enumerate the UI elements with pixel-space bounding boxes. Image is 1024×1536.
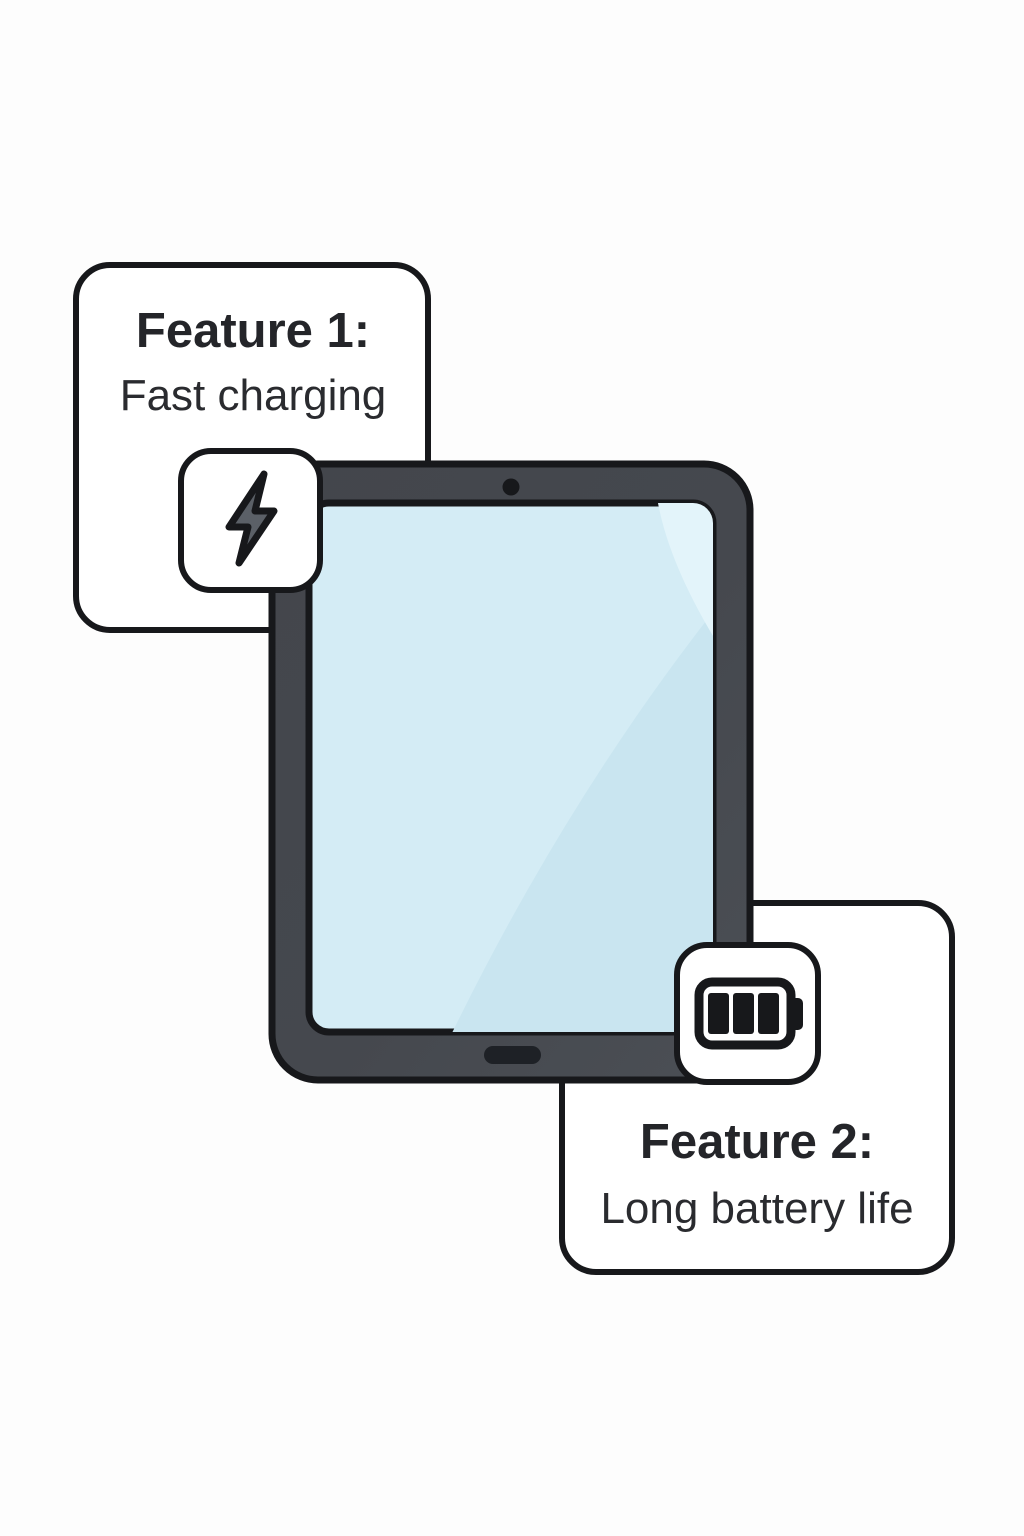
callout-feature-2-subtitle: Long battery life — [600, 1184, 913, 1233]
battery-icon — [694, 977, 803, 1050]
home-indicator — [484, 1046, 541, 1064]
battery-bar-3 — [758, 993, 779, 1034]
callout-feature-2-title: Feature 2: — [640, 1115, 874, 1169]
screen-shade-lower-right — [452, 612, 713, 1032]
screen-gloss — [452, 503, 713, 1032]
battery-icon-badge — [674, 942, 821, 1085]
battery-bar-2 — [733, 993, 754, 1034]
callout-feature-1-title: Feature 1: — [136, 304, 370, 358]
lightning-bolt-icon — [225, 470, 278, 567]
screen-glare-top-right — [658, 503, 713, 636]
tablet — [268, 460, 754, 1084]
battery-bar-1 — [708, 993, 729, 1034]
front-camera-icon — [502, 478, 520, 496]
lightning-icon-badge — [178, 448, 323, 593]
battery-terminal-nub — [789, 998, 803, 1030]
callout-feature-1-subtitle: Fast charging — [120, 371, 387, 420]
